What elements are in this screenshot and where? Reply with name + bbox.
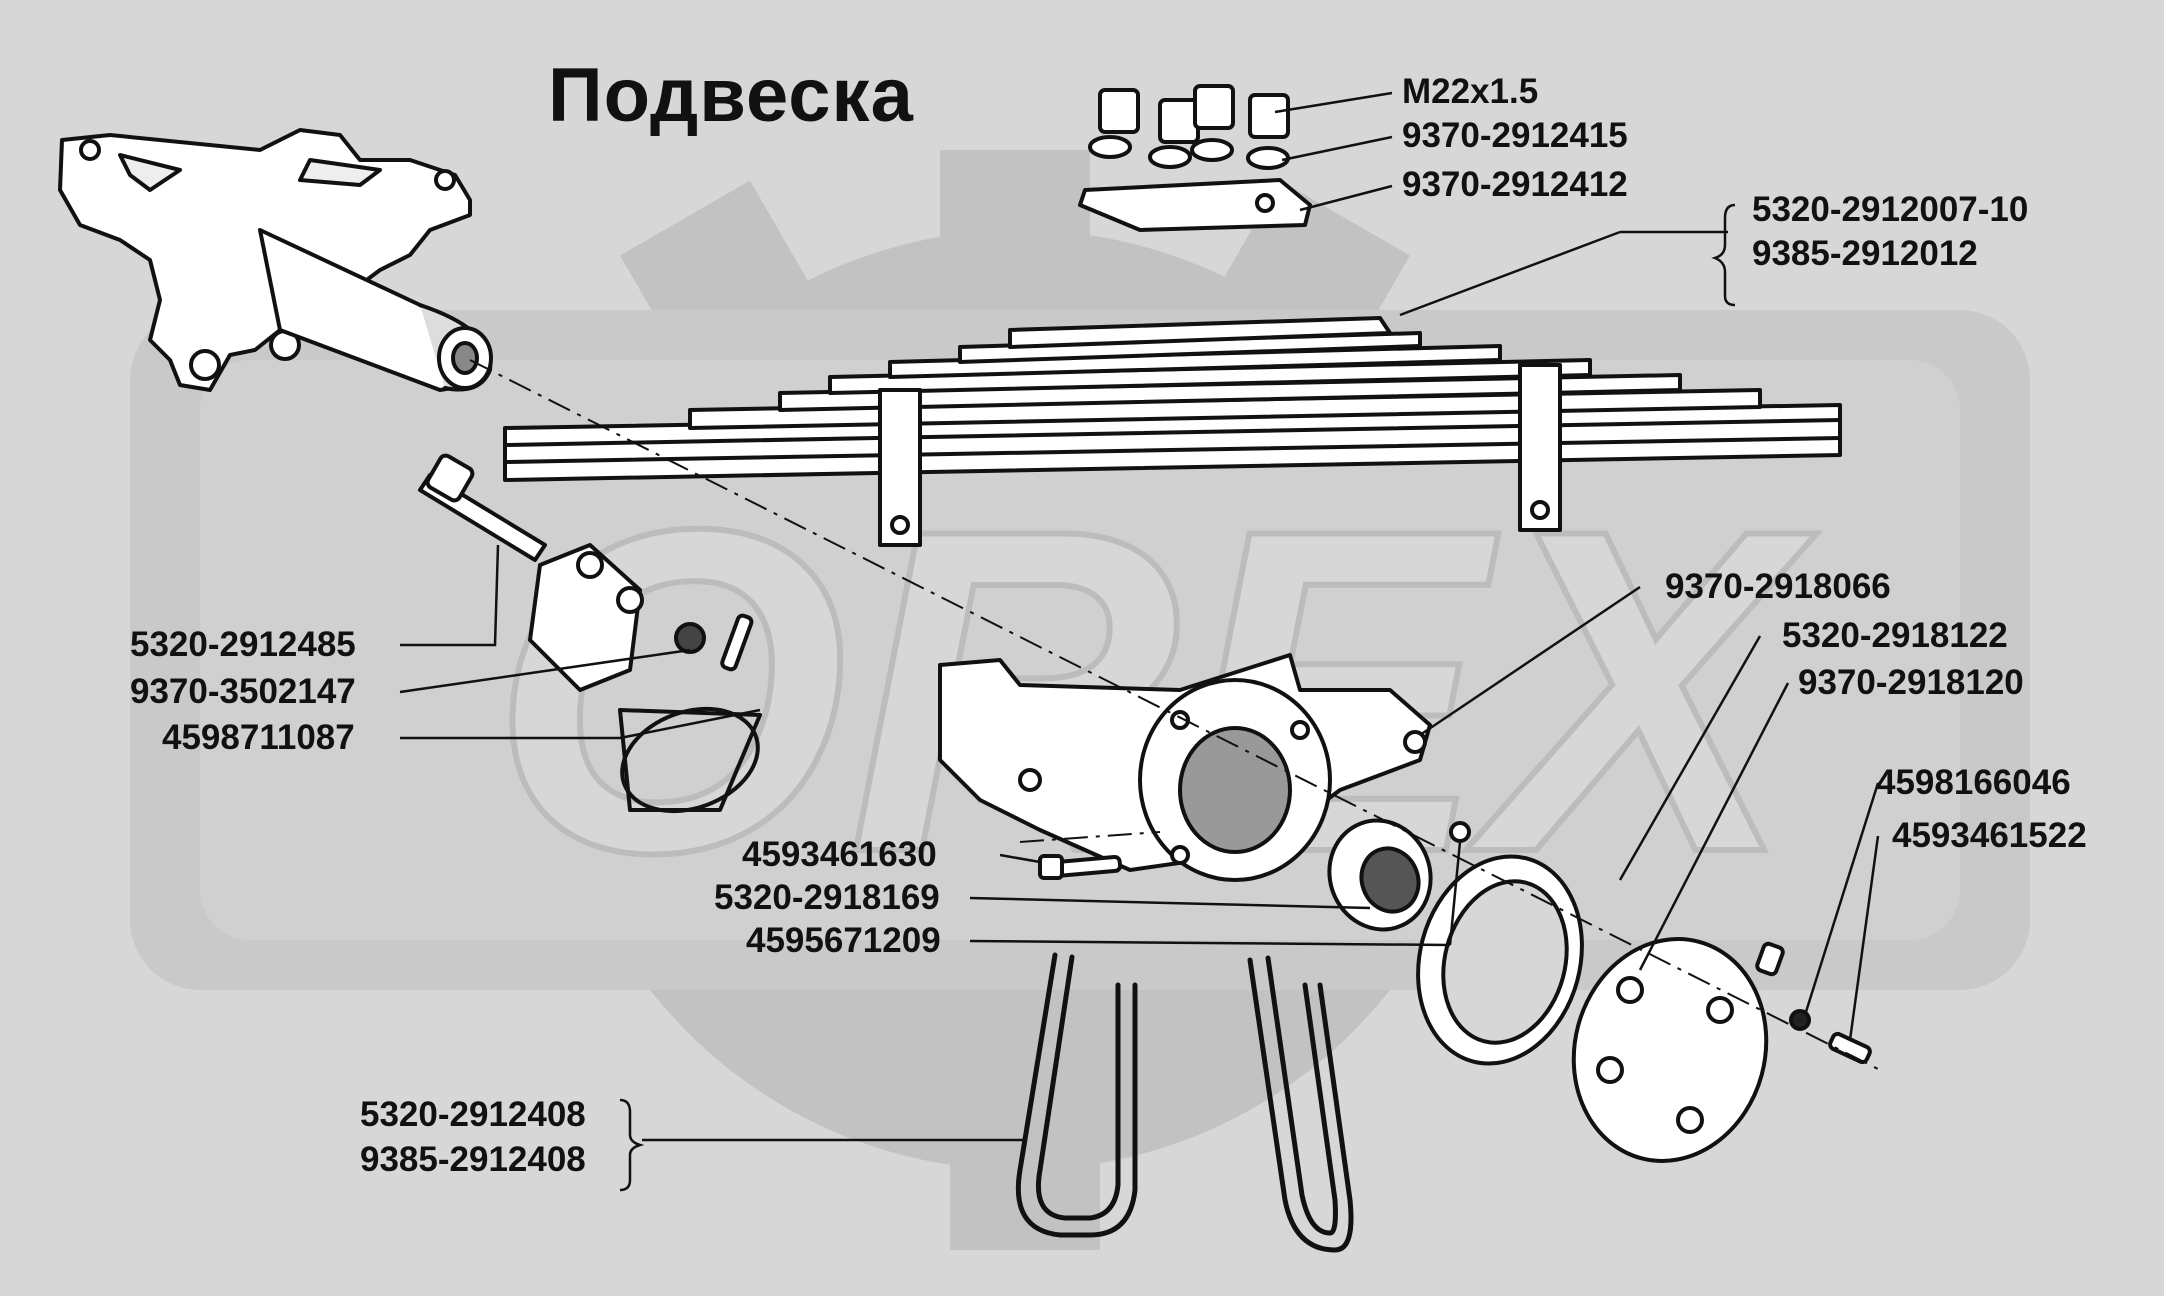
label-4595671209: 4595671209 [746,921,941,960]
bearing-seal-part [1327,818,1471,932]
label-9370-2912412: 9370-2912412 [1402,165,1628,204]
gasket-ring-part [1416,854,1584,1066]
label-5320-2912007-10: 5320-2912007-10 [1752,190,2029,229]
leaf-spring-part [503,316,1842,547]
spring-pad-plate [1078,178,1312,232]
label-5320-2912485: 5320-2912485 [130,625,356,664]
label-4593461522: 4593461522 [1892,816,2087,855]
label-9370-2918120: 9370-2918120 [1798,663,2024,702]
nuts-group [1088,84,1290,170]
leader-lines [399,91,1880,1192]
label-4598711087: 4598711087 [162,718,355,757]
axle-bracket-part [58,128,493,392]
diagram-title: Подвеска [548,53,914,138]
hub-cover-part [1571,937,1769,1163]
grease-fitting-group [1755,941,1872,1065]
label-9385-2912012: 9385-2912012 [1752,234,1978,273]
axis-lines [469,359,1881,1071]
label-4598166046: 4598166046 [1876,763,2071,802]
label-5320-2918169: 5320-2918169 [714,878,940,917]
small-bolt-part [1037,854,1123,880]
label-9370-2918066: 9370-2918066 [1665,567,1891,606]
bolt-bushing-group [418,453,762,814]
label-9370-2912415: 9370-2912415 [1402,116,1628,155]
label-m22x1-5: M22x1.5 [1402,72,1539,111]
trunnion-saddle-part [938,653,1432,882]
label-5320-2912408: 5320-2912408 [360,1095,586,1134]
label-4593461630: 4593461630 [742,835,937,874]
label-5320-2918122: 5320-2918122 [1782,616,2008,655]
label-9370-3502147: 9370-3502147 [130,672,356,711]
u-bolts-group [1015,952,1354,1253]
label-9385-2912408: 9385-2912408 [360,1140,586,1179]
